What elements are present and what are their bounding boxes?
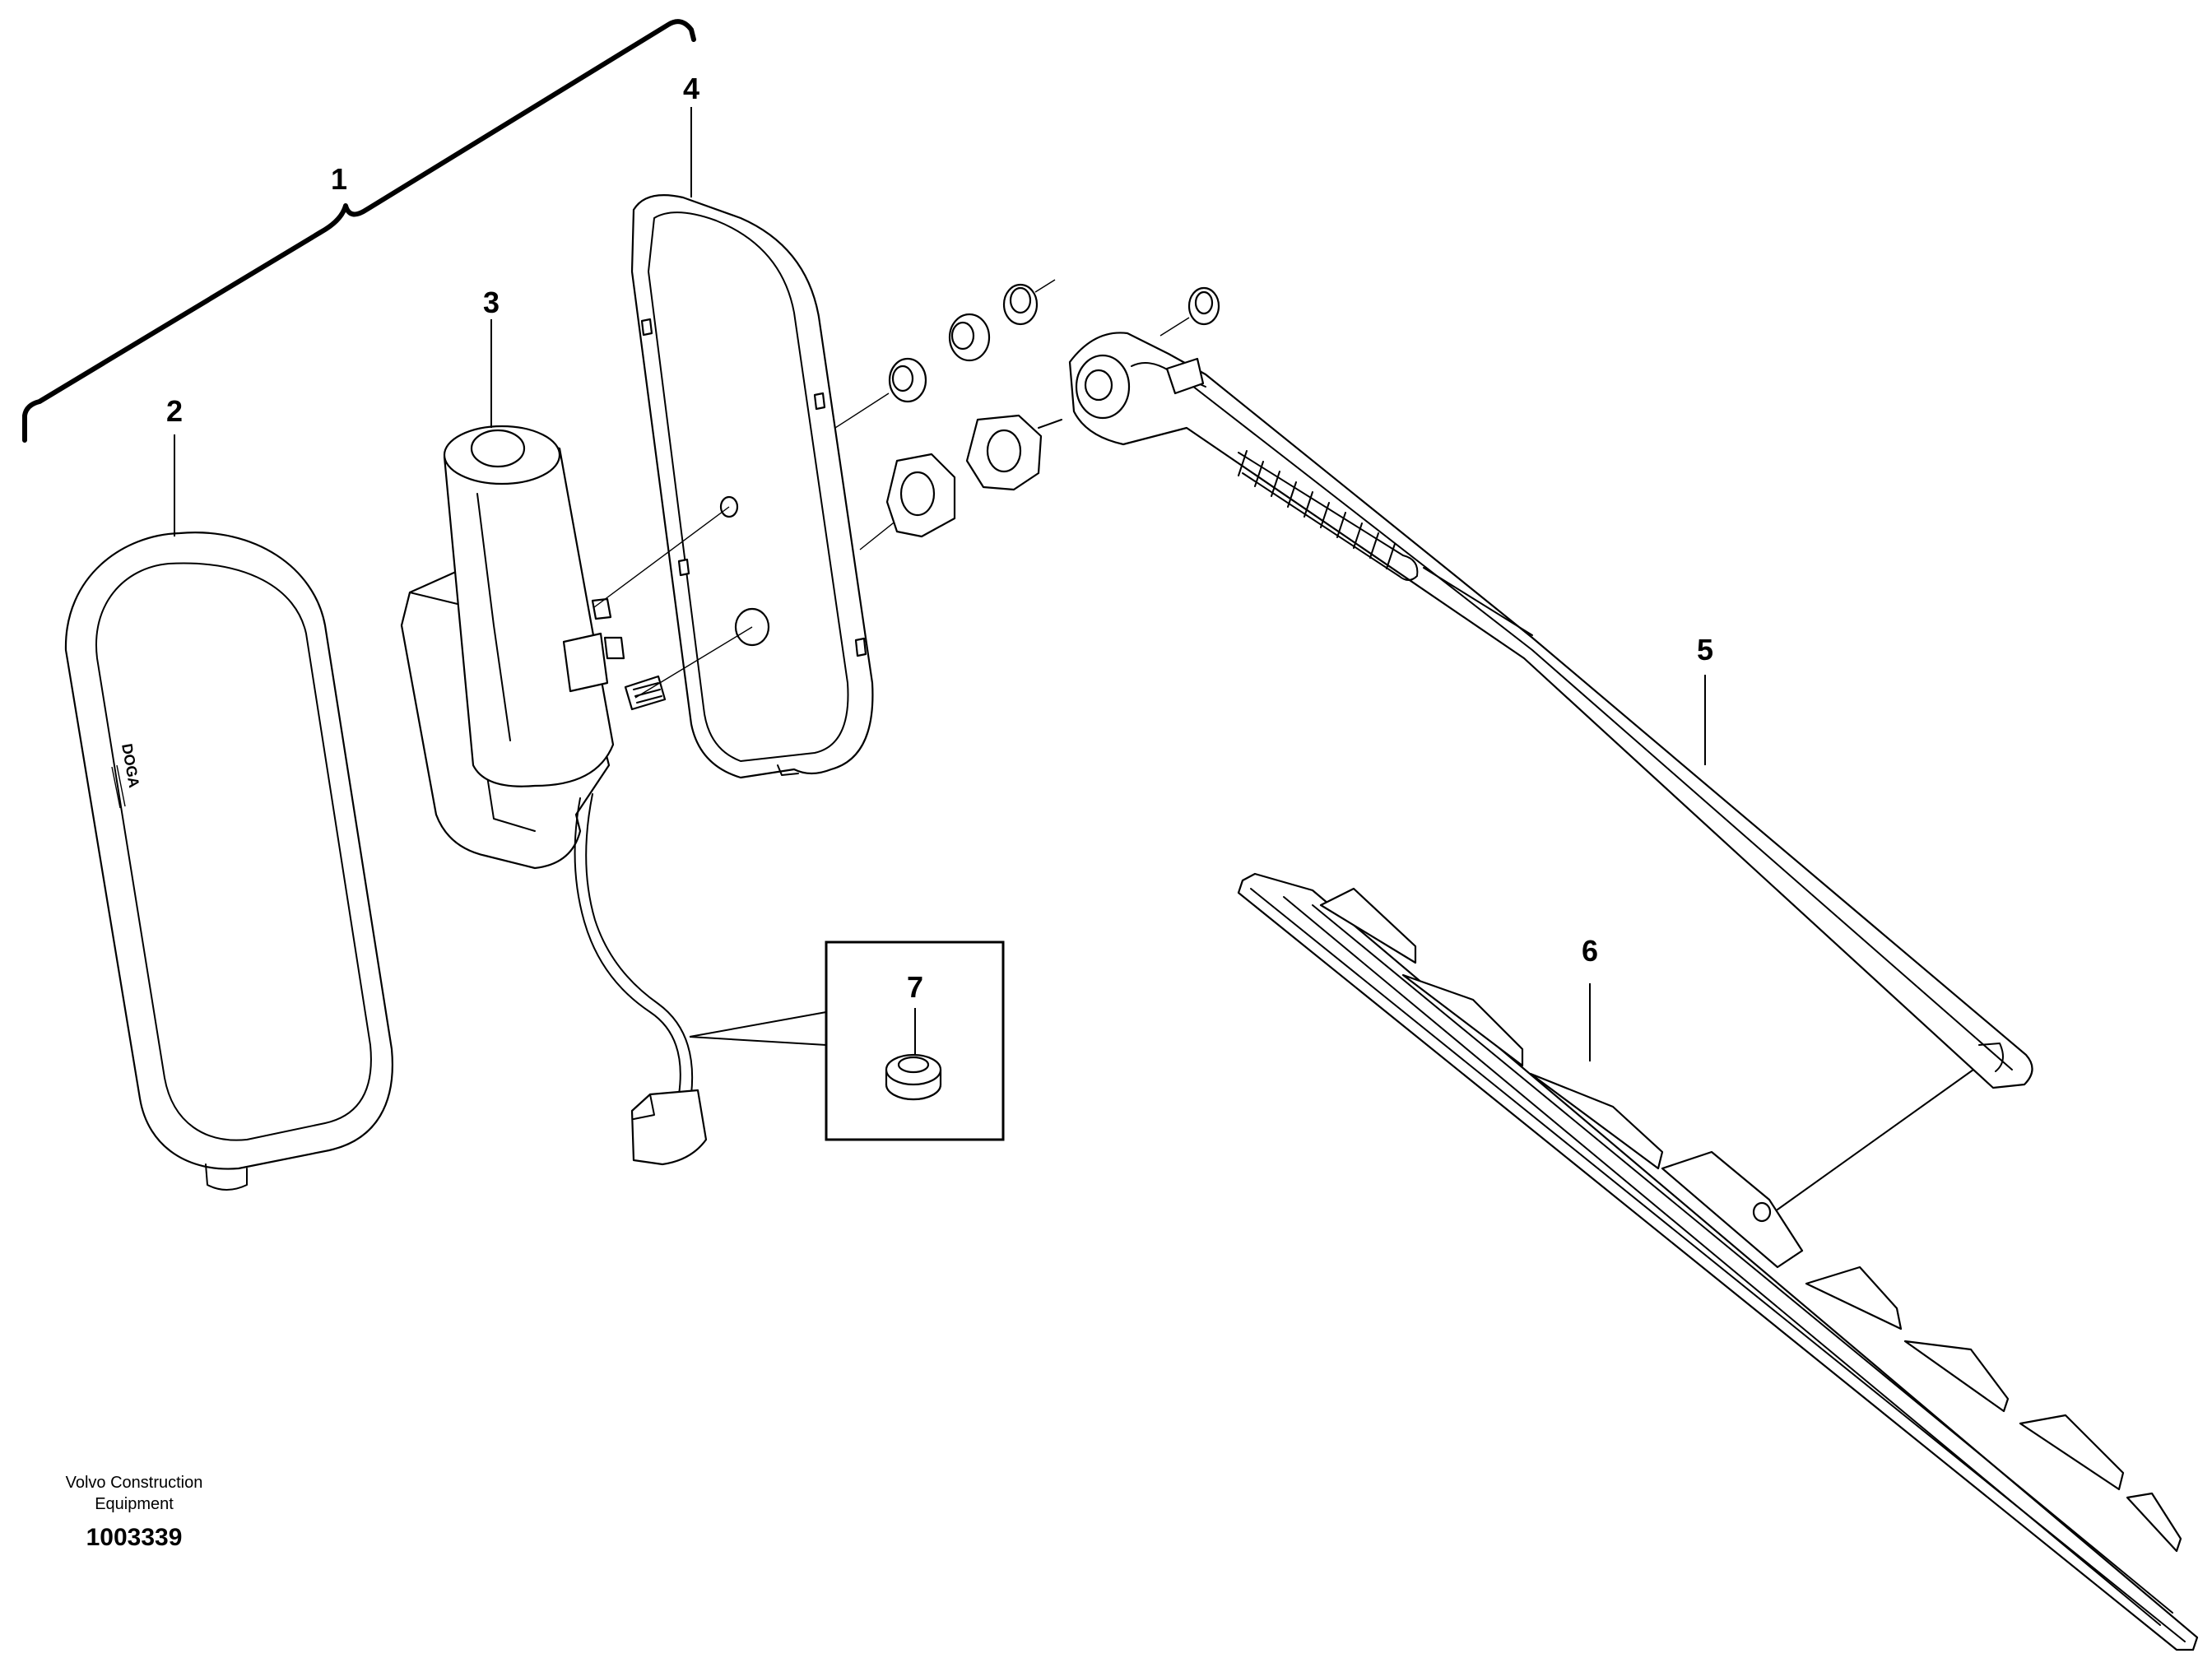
callout-3: 3: [483, 286, 500, 319]
callout-1: 1: [331, 162, 347, 196]
callout-4: 4: [683, 72, 699, 105]
wiper-blade: [1237, 872, 2199, 1651]
callout-5: 5: [1697, 633, 1713, 666]
wiper-motor: [400, 425, 708, 1166]
callout-6: 6: [1582, 934, 1598, 968]
caption-line-2: Equipment: [95, 1495, 174, 1513]
document-number: 1003339: [86, 1524, 183, 1551]
caption-line-1: Volvo Construction: [66, 1474, 203, 1492]
wiper-arm: [1068, 332, 2033, 1089]
callout-7: 7: [907, 970, 923, 1004]
callout-2: 2: [166, 394, 183, 428]
motor-cover: DOGA: [64, 532, 393, 1191]
callout-leaders: [174, 107, 1706, 1061]
grommet-inset: [689, 940, 1005, 1141]
spindle-hardware: [834, 279, 1220, 550]
mounting-plate: [630, 194, 874, 779]
group-bracket: [22, 19, 696, 443]
arm-spring: [1238, 450, 1419, 581]
